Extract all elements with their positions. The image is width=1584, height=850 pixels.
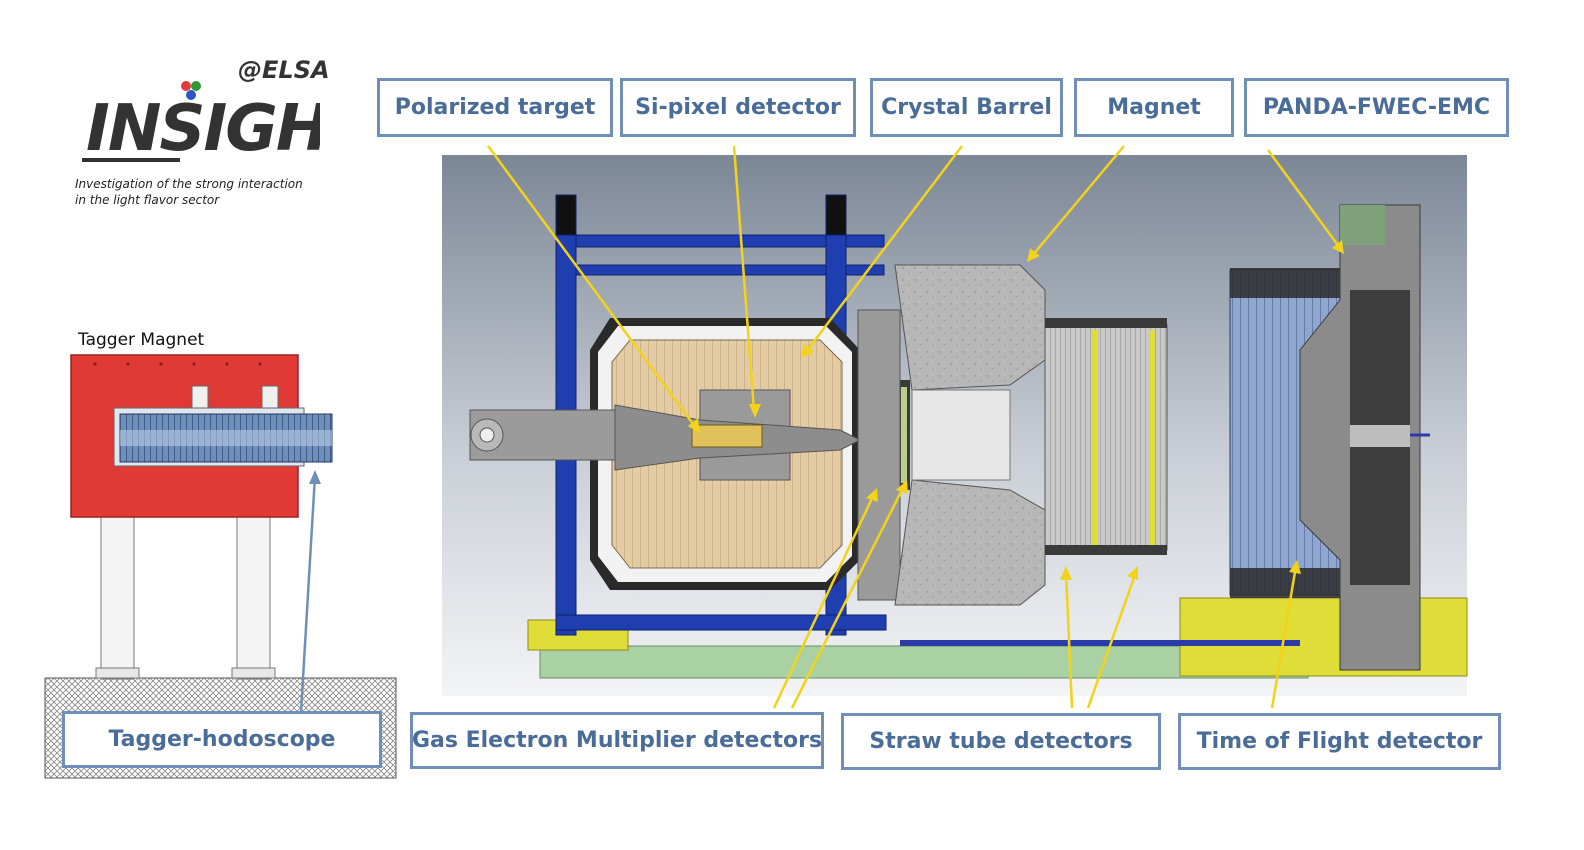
tagger-support-right bbox=[236, 516, 271, 680]
pointer-panda bbox=[1266, 149, 1342, 249]
label-polarized-target: Polarized target bbox=[377, 78, 613, 137]
label-tagger-hodoscope: Tagger-hodoscope bbox=[62, 711, 382, 768]
detector-render bbox=[442, 155, 1468, 696]
polarized-target-cell bbox=[691, 424, 763, 448]
logo-subtitle: Investigation of the strong interaction … bbox=[75, 176, 303, 208]
straw-tube-detectors bbox=[1044, 318, 1168, 555]
tagger-support-left bbox=[100, 516, 135, 680]
pointer-crystal-barrel bbox=[805, 145, 963, 353]
logo-subtitle-line2: in the light flavor sector bbox=[75, 193, 220, 207]
svg-text:INSIGHT: INSIGHT bbox=[86, 92, 320, 166]
logo-subtitle-line1: Investigation of the strong interaction bbox=[75, 177, 303, 191]
beam-pipe bbox=[469, 404, 862, 471]
tagger-magnet-title: Tagger Magnet bbox=[78, 330, 205, 350]
pointer-gem-1 bbox=[772, 493, 876, 709]
panda-fwec bbox=[1299, 204, 1430, 671]
pointer-lines bbox=[486, 145, 1344, 709]
insight-logo-mark: INSIGHT bbox=[82, 81, 320, 166]
forward-magnet bbox=[857, 264, 1046, 606]
label-crystal-barrel: Crystal Barrel bbox=[870, 78, 1063, 137]
label-panda-fwec-emc: PANDA-FWEC-EMC bbox=[1244, 78, 1509, 137]
label-si-pixel-detector: Si-pixel detector bbox=[620, 78, 856, 137]
label-time-of-flight-detector: Time of Flight detector bbox=[1178, 713, 1501, 770]
tagger-hodoscope-pointer bbox=[299, 475, 317, 713]
pointer-tof bbox=[1270, 565, 1298, 709]
label-magnet: Magnet bbox=[1074, 78, 1234, 137]
pointer-polarized-target bbox=[486, 145, 698, 429]
logo-elsa-suffix: @ELSA bbox=[238, 56, 330, 84]
tagger-magnet-bolts bbox=[93, 362, 262, 366]
pointer-gem-2 bbox=[790, 485, 906, 709]
pointer-si-pixel bbox=[732, 145, 756, 411]
pointer-straw-2 bbox=[1086, 571, 1138, 709]
pointer-straw-1 bbox=[1064, 571, 1074, 709]
label-straw-tube-detectors: Straw tube detectors bbox=[841, 713, 1161, 770]
label-gem-detectors: Gas Electron Multiplier detectors bbox=[410, 712, 824, 769]
pointer-magnet bbox=[1031, 145, 1125, 257]
